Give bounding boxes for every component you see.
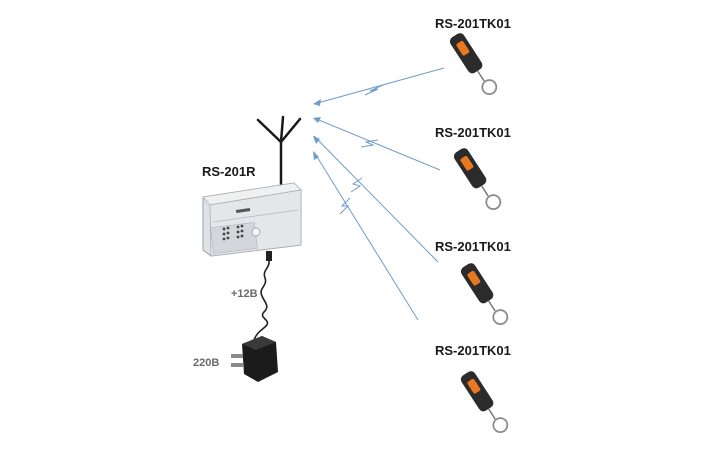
signal-link-4 <box>313 151 419 321</box>
power-cable <box>253 251 272 341</box>
remote-4-key-fob-icon <box>460 371 509 433</box>
signal-link-3 <box>313 135 439 263</box>
receiver-unit-icon <box>202 182 302 257</box>
antenna-icon <box>256 115 302 187</box>
receiver-label: RS-201R <box>202 164 256 179</box>
signal-arrowhead-3 <box>313 136 320 144</box>
power-adapter-icon <box>231 336 278 382</box>
signal-link-1 <box>313 67 445 105</box>
ac-voltage-label: 220В <box>193 357 220 369</box>
remote-2-label: RS-201TK01 <box>435 125 511 140</box>
signal-arrowhead-2 <box>313 117 321 123</box>
signal-arrowhead-1 <box>313 99 321 106</box>
dc-voltage-label: +12В <box>231 288 258 300</box>
signal-link-2 <box>313 117 441 171</box>
signal-links <box>313 67 445 321</box>
remote-1-key-fob-icon <box>449 33 498 95</box>
remote-2-key-fob-icon <box>453 148 502 210</box>
remote-1-label: RS-201TK01 <box>435 16 511 31</box>
remote-3-label: RS-201TK01 <box>435 239 511 254</box>
remote-4-label: RS-201TK01 <box>435 343 511 358</box>
remote-3-key-fob-icon <box>460 263 509 325</box>
signal-arrowhead-4 <box>313 151 319 160</box>
